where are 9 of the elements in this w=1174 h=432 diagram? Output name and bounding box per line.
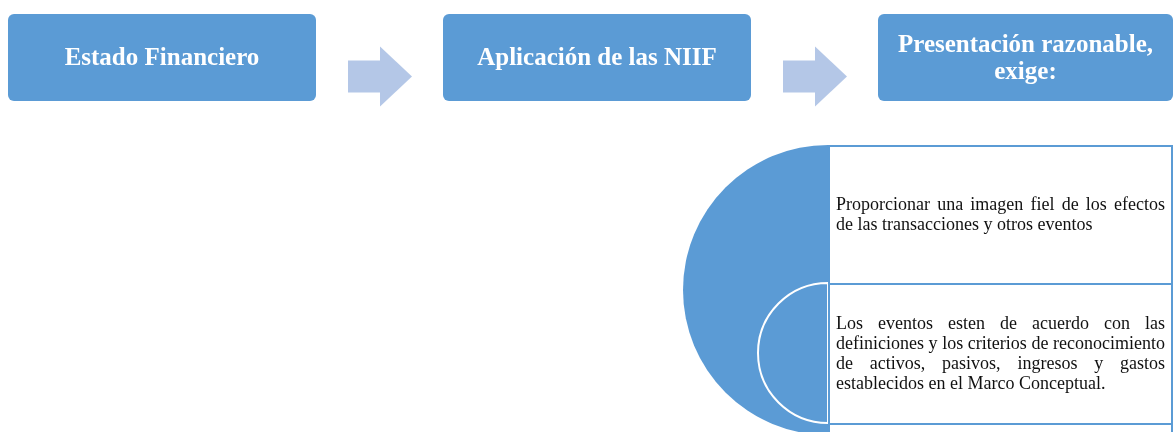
- box-title: Presentación razonable, exige:: [896, 31, 1155, 84]
- description-text: Los eventos esten de acuerdo con las definiciones y los criterios de reconocimiento de activos, pasivos, ingresos y gastos establecidos en el Marco Conceptual.: [836, 314, 1165, 394]
- box-title: Aplicación de las NIIF: [477, 44, 717, 71]
- description-text: Proporcionar una imagen fiel de los efectos de las transacciones y otros eventos: [836, 195, 1165, 235]
- box-title: Estado Financiero: [64, 44, 260, 71]
- process-box: [878, 14, 1173, 101]
- process-box: [8, 14, 316, 101]
- text-box: [828, 145, 1173, 285]
- process-box: [443, 14, 751, 101]
